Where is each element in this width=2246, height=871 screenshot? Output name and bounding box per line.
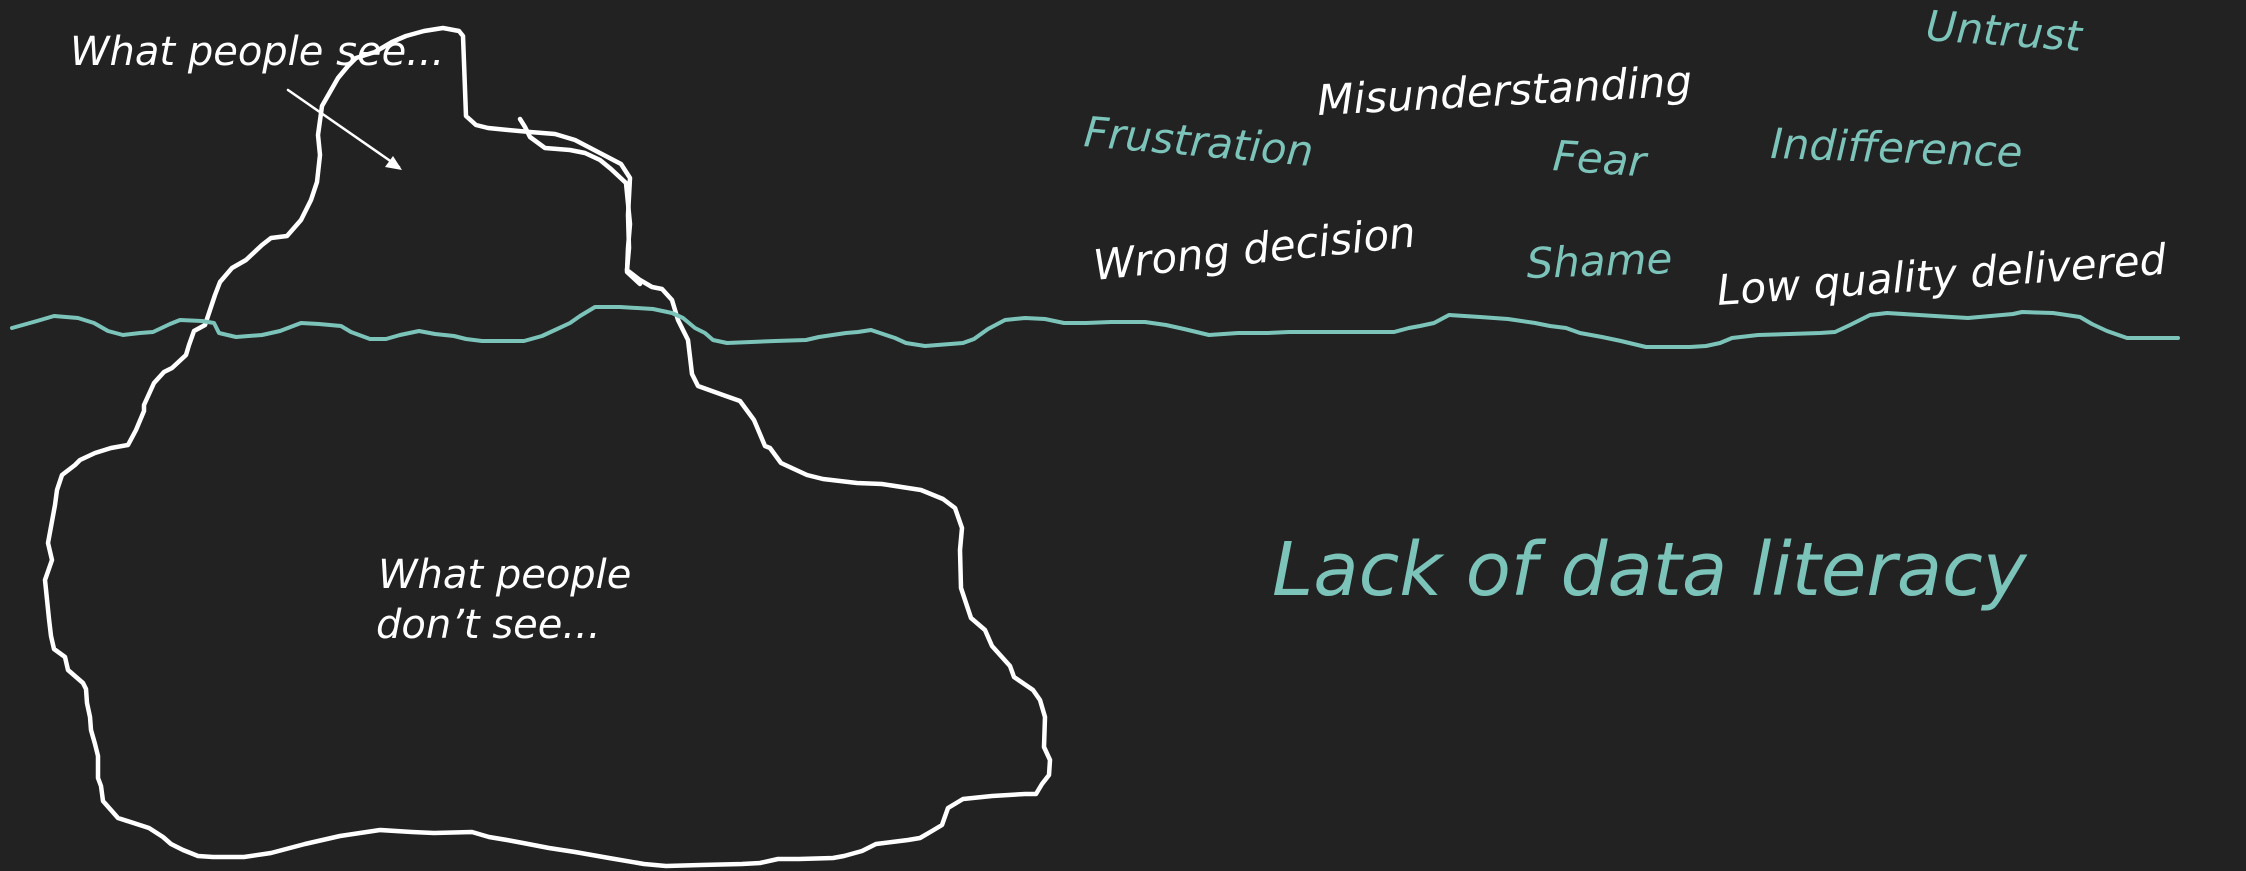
word-fear: Fear <box>1551 131 1650 187</box>
label-what-people-dont-see-line1: What people <box>378 552 631 598</box>
word-shame: Shame <box>1526 234 1673 288</box>
title-lack-of-data-literacy: Lack of data literacy <box>1272 527 2028 613</box>
word-indifference: Indifference <box>1770 119 2024 177</box>
label-what-people-dont-see-line2: don’t see... <box>376 602 601 648</box>
label-what-people-see: What people see... <box>70 29 444 75</box>
